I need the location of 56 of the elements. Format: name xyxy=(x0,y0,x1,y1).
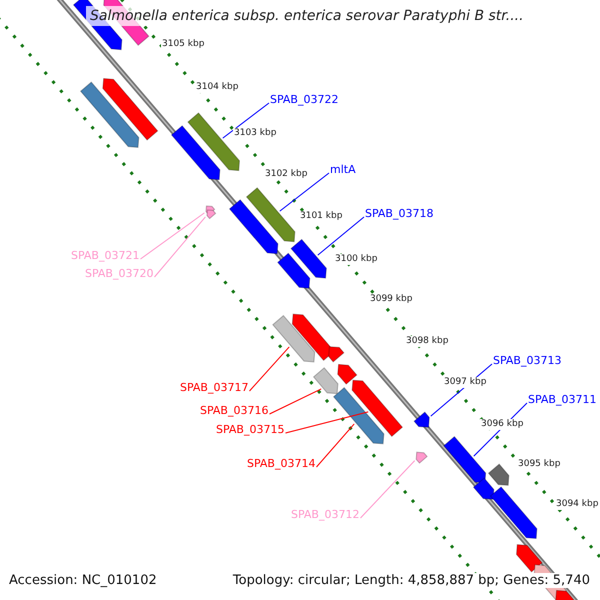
leader-line xyxy=(285,411,369,434)
leader-line xyxy=(360,460,416,518)
gene-feature-bar xyxy=(277,252,310,289)
tick-label: 3098 kbp xyxy=(405,336,450,347)
gene-feature-bar xyxy=(290,238,327,279)
gene-feature-bar xyxy=(416,452,428,464)
gene-feature-bar xyxy=(228,199,278,254)
tick-label: 3102 kbp xyxy=(264,169,308,180)
gene-label: SPAB_03711 xyxy=(528,393,596,406)
gene-feature-bar xyxy=(246,187,296,242)
leader-line xyxy=(279,172,330,212)
gene-label: SPAB_03715 xyxy=(216,423,284,436)
gene-feature-bar xyxy=(206,209,216,220)
tick-label: 3097 kbp xyxy=(443,377,488,388)
tick-label: 3099 kbp xyxy=(369,294,414,305)
tick-label: 3094 kbp xyxy=(555,499,600,510)
gene-label: SPAB_03716 xyxy=(200,404,268,417)
gene-feature-bar xyxy=(102,78,158,141)
leader-line xyxy=(222,102,270,139)
gene-feature-bar xyxy=(80,81,140,148)
gene-label: SPAB_03713 xyxy=(493,354,562,367)
tick-label: 3101 kbp xyxy=(299,211,344,222)
gene-label: SPAB_03721 xyxy=(71,249,140,262)
tick-label: 3100 kbp xyxy=(334,254,378,265)
leader-line xyxy=(154,216,206,278)
gene-label: SPAB_03720 xyxy=(85,267,154,280)
gene-feature-bar xyxy=(490,486,538,540)
leader-line xyxy=(249,346,290,392)
gene-feature-bar xyxy=(332,386,384,444)
gene-label: SPAB_03712 xyxy=(291,508,360,521)
gene-feature-bar xyxy=(516,544,543,573)
gene-label: SPAB_03717 xyxy=(180,381,248,394)
gene-feature-bar xyxy=(312,367,338,394)
tick-label: 3103 kbp xyxy=(233,128,278,139)
leader-line xyxy=(269,388,322,414)
gene-feature-bar xyxy=(413,411,430,428)
gene-feature-bar xyxy=(272,314,316,362)
gene-feature-bar xyxy=(443,436,486,484)
gene-feature-bar xyxy=(328,346,345,363)
accession-text: Accession: NC_010102 xyxy=(9,573,157,588)
gene-label: SPAB_03718 xyxy=(365,207,434,220)
tick-label: 3105 kbp xyxy=(161,39,206,50)
gene-label: SPAB_03714 xyxy=(247,457,316,470)
gene-label: SPAB_03722 xyxy=(270,93,338,106)
genome-info-text: Topology: circular; Length: 4,858,887 bp; Genes: 5,740 xyxy=(232,573,590,588)
gene-feature-bar xyxy=(472,477,494,500)
gene-feature-bar xyxy=(352,380,404,438)
tick-label: 3095 kbp xyxy=(517,459,562,470)
leader-line xyxy=(317,216,364,256)
gene-label: mltA xyxy=(330,163,356,176)
gene-feature-bar xyxy=(170,125,220,180)
leader-line xyxy=(316,423,355,468)
leader-line xyxy=(140,212,205,260)
tick-label: 3096 kbp xyxy=(480,419,524,430)
tick-label: 3104 kbp xyxy=(195,82,240,93)
gene-feature-bar xyxy=(337,364,358,385)
